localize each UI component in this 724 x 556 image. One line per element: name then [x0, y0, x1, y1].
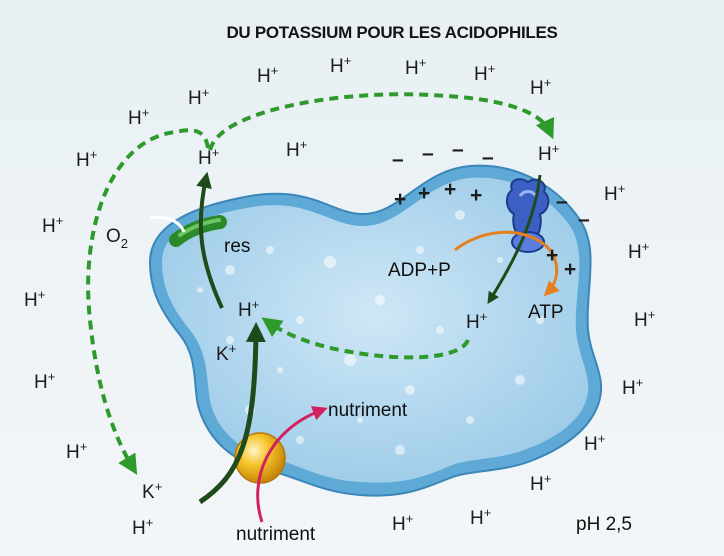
plus-sign: + — [546, 244, 558, 267]
nutrient-import-arrow — [256, 406, 328, 523]
minus-sign: – — [452, 138, 464, 161]
proton-label: H+ — [628, 239, 649, 263]
nutrient-label-outside: nutriment — [236, 524, 316, 545]
plus-sign: + — [418, 182, 430, 205]
proton-label: H+ — [622, 375, 643, 399]
respiration-label: res — [224, 236, 250, 257]
proton-flow-inner-arrow — [261, 317, 470, 360]
membrane-charges: – – – – – – + + + + + + — [392, 138, 590, 281]
proton-label: H+ — [257, 63, 278, 87]
proton-label: H+ — [66, 439, 87, 463]
proton-label: H+ — [238, 297, 259, 321]
proton-label: H+ — [24, 287, 45, 311]
proton-label: H+ — [128, 105, 149, 129]
plus-sign: + — [564, 258, 576, 281]
atp-production-arrow — [454, 230, 560, 297]
oxygen-label: O2 — [106, 226, 128, 251]
minus-sign: – — [422, 142, 434, 165]
minus-sign: – — [556, 190, 568, 213]
oxygen-input-arrow — [149, 215, 186, 233]
proton-label: H+ — [188, 85, 209, 109]
adp-label: ADP+P — [388, 260, 451, 281]
proton-label: H+ — [584, 431, 605, 455]
ph-label: pH 2,5 — [576, 514, 632, 535]
potassium-label-inner: K+ — [216, 341, 236, 365]
bacterium-cell — [148, 164, 603, 497]
atp-synthase-proton-arrow — [487, 174, 542, 305]
plus-sign: + — [470, 184, 482, 207]
diagram-title: DU POTASSIUM POUR LES ACIDOPHILES — [226, 23, 557, 42]
proton-label: H+ — [392, 511, 413, 535]
plus-sign: + — [394, 188, 406, 211]
proton-label: H+ — [286, 137, 307, 161]
minus-sign: – — [392, 148, 404, 171]
minus-sign: – — [578, 208, 590, 231]
plus-sign: + — [444, 178, 456, 201]
proton-label: H+ — [405, 55, 426, 79]
cell-cytoplasm — [162, 177, 589, 483]
proton-label: H+ — [538, 141, 559, 165]
minus-sign: – — [482, 146, 494, 169]
atp-label: ATP — [528, 302, 564, 323]
proton-label: H+ — [474, 61, 495, 85]
proton-label: H+ — [470, 505, 491, 529]
potassium-label-outer: K+ — [142, 479, 162, 503]
proton-labels: H+ H+ H+ H+ H+ H+ H+ H+ H+ H+ H+ H+ H+ H… — [24, 53, 655, 539]
proton-label: H+ — [330, 53, 351, 77]
proton-label: H+ — [466, 309, 487, 333]
proton-label: H+ — [634, 307, 655, 331]
proton-label: H+ — [198, 145, 219, 169]
proton-flow-loop-arrow — [86, 128, 210, 475]
respiration-proton-arrow — [196, 171, 224, 309]
proton-label: H+ — [76, 147, 97, 171]
proton-label: H+ — [34, 369, 55, 393]
proton-flow-exit-arrow — [208, 92, 555, 151]
proton-label: H+ — [530, 75, 551, 99]
potassium-uptake-arrow — [198, 322, 266, 505]
proton-label: H+ — [42, 213, 63, 237]
proton-label: H+ — [530, 471, 551, 495]
proton-label: H+ — [604, 181, 625, 205]
proton-label: H+ — [132, 515, 153, 539]
nutrient-label-inside: nutriment — [328, 400, 408, 421]
